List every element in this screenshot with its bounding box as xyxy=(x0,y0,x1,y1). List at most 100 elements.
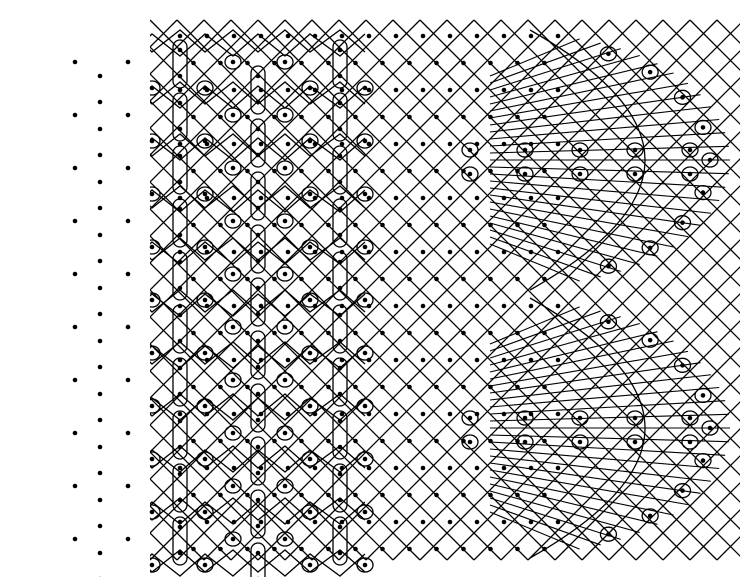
ground-pin xyxy=(286,142,291,147)
ground-pin xyxy=(380,115,385,120)
fan-lower-pin xyxy=(633,440,638,445)
ground-pin xyxy=(529,34,534,39)
pin-hole xyxy=(256,206,261,211)
ground-pin xyxy=(475,196,480,201)
ground-pin xyxy=(259,520,264,525)
pin-hole xyxy=(150,563,155,568)
pin-hole xyxy=(126,431,131,436)
ground-pin xyxy=(448,142,453,147)
fan-upper-pin xyxy=(523,148,528,153)
ground-pin xyxy=(367,304,372,309)
pin-hole xyxy=(308,139,313,144)
ground-pin xyxy=(421,88,426,93)
ground-diagonal xyxy=(609,20,740,560)
pin-hole xyxy=(98,498,103,503)
ground-diagonal xyxy=(690,20,740,560)
pin-hole xyxy=(363,457,368,462)
fan-lower-edge-pin xyxy=(708,426,713,431)
ground-pin xyxy=(394,34,399,39)
ground-pin xyxy=(475,466,480,471)
ground-pin xyxy=(475,34,480,39)
ground-pin xyxy=(218,277,223,282)
ground-pin xyxy=(205,34,210,39)
ground-pin xyxy=(502,34,507,39)
fan-lower-edge-pin xyxy=(648,338,653,343)
ground-pin xyxy=(461,439,466,444)
pin-hole xyxy=(256,180,261,185)
ground-pin xyxy=(542,115,547,120)
fan-lower-passive xyxy=(490,375,711,400)
ground-pin xyxy=(259,88,264,93)
ground-pin xyxy=(556,520,561,525)
ground-pin xyxy=(461,331,466,336)
pin-hole xyxy=(178,472,183,477)
ground-pin xyxy=(515,331,520,336)
ground-pin xyxy=(272,331,277,336)
ground-pin xyxy=(556,304,561,309)
pin-hole xyxy=(203,351,208,356)
ground-pin xyxy=(448,358,453,363)
fan-lower-pin xyxy=(468,440,473,445)
pin-hole xyxy=(203,457,208,462)
fan-upper-passive xyxy=(490,133,725,146)
pin-hole xyxy=(338,48,343,53)
pin-hole xyxy=(283,537,288,542)
fan-lower-passive xyxy=(490,449,719,469)
ground-diagonal xyxy=(366,20,740,560)
ground-pin xyxy=(245,115,250,120)
ground-pin xyxy=(461,223,466,228)
ground-pin xyxy=(205,520,210,525)
pin-hole xyxy=(203,298,208,303)
ground-pin xyxy=(178,358,183,363)
fan-upper-edge-pin xyxy=(680,95,685,100)
pin-hole xyxy=(73,431,78,436)
ground-pin xyxy=(394,250,399,255)
ground-pin xyxy=(191,277,196,282)
fan-lower-edge-pin xyxy=(701,458,706,463)
pin-hole xyxy=(256,153,261,158)
ground-pin xyxy=(272,115,277,120)
pin-hole xyxy=(98,233,103,238)
pin-hole xyxy=(338,551,343,556)
pin-hole xyxy=(178,260,183,265)
ground-pin xyxy=(542,439,547,444)
pin-hole xyxy=(256,74,261,79)
ground-diagonal xyxy=(285,20,740,560)
ground-pin xyxy=(407,385,412,390)
ground-pin xyxy=(313,88,318,93)
ground-pin xyxy=(245,493,250,498)
ground-pin xyxy=(380,439,385,444)
ground-pin xyxy=(515,277,520,282)
fan-lower-edge-pin xyxy=(606,532,611,537)
pin-hole xyxy=(338,498,343,503)
pin-hole xyxy=(283,166,288,171)
ground-pin xyxy=(178,250,183,255)
ground-pin xyxy=(313,520,318,525)
pin-hole xyxy=(283,219,288,224)
ground-pin xyxy=(178,466,183,471)
ground-pin xyxy=(448,196,453,201)
pin-hole xyxy=(308,510,313,515)
ground-pin xyxy=(245,61,250,66)
pin-hole xyxy=(283,431,288,436)
pin-hole xyxy=(73,113,78,118)
ground-pin xyxy=(340,520,345,525)
ground-pin xyxy=(461,169,466,174)
ground-pin xyxy=(340,34,345,39)
cloth-pair-loop xyxy=(173,411,187,459)
ground-pin xyxy=(232,34,237,39)
ground-pin xyxy=(529,520,534,525)
ground-pin xyxy=(448,412,453,417)
ground-pin xyxy=(394,358,399,363)
pin-hole xyxy=(98,551,103,556)
pin-hole xyxy=(126,272,131,277)
pin-hole xyxy=(178,48,183,53)
pin-hole xyxy=(150,510,155,515)
pin-hole xyxy=(178,154,183,159)
pin-hole xyxy=(256,100,261,105)
ground-diagonal xyxy=(663,20,740,560)
ground-pin xyxy=(367,412,372,417)
pin-hole xyxy=(98,471,103,476)
ground-pin xyxy=(407,439,412,444)
